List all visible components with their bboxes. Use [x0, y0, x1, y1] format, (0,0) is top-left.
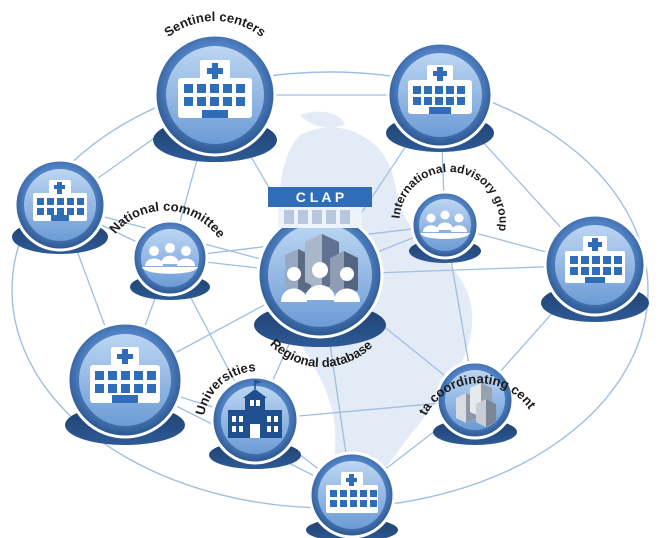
sentinel-center-node-top-right — [386, 41, 494, 152]
people-at-table-icon — [420, 210, 470, 239]
clap-banner — [268, 187, 372, 207]
hospital-icon — [33, 180, 87, 221]
hospital-icon — [178, 60, 252, 118]
data-coordinating-center-node — [433, 360, 517, 445]
sentinel-center-node-top-left — [153, 33, 277, 162]
university-building-icon — [228, 380, 282, 438]
international-advisory-group-node — [409, 190, 481, 263]
sentinel-center-node-right — [541, 213, 649, 322]
clap-regional-database-node: C L A P — [254, 187, 386, 347]
hospital-icon — [326, 472, 378, 513]
sentinel-center-node-lower-left — [65, 321, 185, 445]
server-rack-icon — [456, 383, 496, 427]
national-committee-node — [130, 219, 210, 300]
hospital-icon — [90, 347, 160, 403]
server-and-people-icon — [281, 234, 360, 302]
universities-node — [209, 375, 301, 469]
people-at-table-icon — [142, 243, 198, 274]
hospital-icon — [565, 236, 625, 283]
sentinel-center-node-left — [12, 158, 108, 254]
clap-label: C L A P — [296, 189, 345, 205]
sentinel-center-node-bottom — [306, 451, 398, 538]
hospital-icon — [408, 65, 472, 114]
